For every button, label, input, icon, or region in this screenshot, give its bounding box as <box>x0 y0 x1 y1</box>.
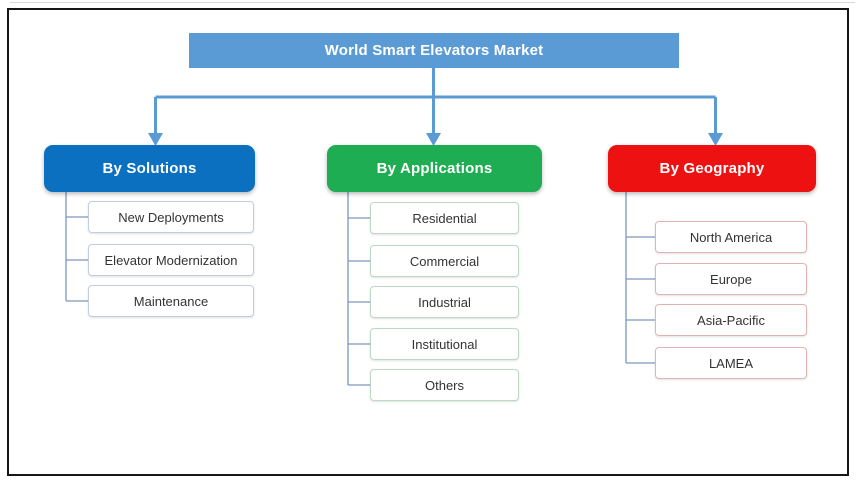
applications-item-residential: Residential <box>370 202 519 234</box>
geography-item-lamea: LAMEA <box>655 347 807 379</box>
diagram-frame <box>7 8 849 476</box>
branch-header-solutions: By Solutions <box>44 145 255 192</box>
branch-header-geography: By Geography <box>608 145 816 192</box>
geography-item-asia-pacific: Asia-Pacific <box>655 304 807 336</box>
solutions-item-elevator-modernization: Elevator Modernization <box>88 244 254 276</box>
geography-item-north-america: North America <box>655 221 807 253</box>
geography-item-europe: Europe <box>655 263 807 295</box>
branch-header-applications: By Applications <box>327 145 542 192</box>
solutions-item-new-deployments: New Deployments <box>88 201 254 233</box>
solutions-item-maintenance: Maintenance <box>88 285 254 317</box>
applications-item-institutional: Institutional <box>370 328 519 360</box>
applications-item-industrial: Industrial <box>370 286 519 318</box>
applications-item-others: Others <box>370 369 519 401</box>
top-hairline <box>10 2 855 3</box>
applications-item-commercial: Commercial <box>370 245 519 277</box>
diagram-title: World Smart Elevators Market <box>189 33 679 68</box>
